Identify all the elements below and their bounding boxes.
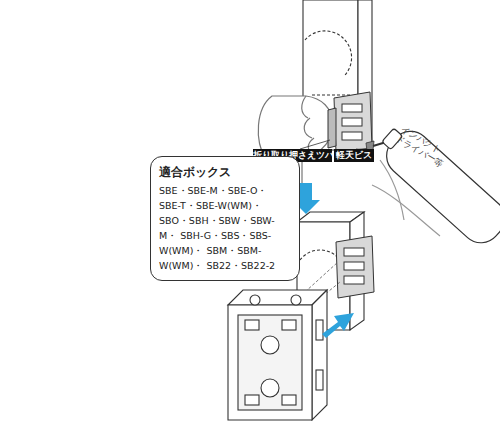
impact-driver — [372, 118, 500, 251]
flow-arrow — [322, 313, 354, 338]
mounting-bracket — [328, 108, 336, 148]
stud-post — [312, 94, 350, 95]
switch-box — [261, 379, 279, 397]
callout-heading: 適合ボックス — [159, 164, 291, 180]
compatible-box-list: SBE・SBE-M・SBE-O・ SBE-T・SBE-W(WM)・ SBO・SB… — [159, 183, 291, 273]
switch-box — [238, 315, 302, 410]
hand — [304, 118, 312, 138]
switch-box — [228, 290, 327, 305]
switch-box — [245, 320, 259, 330]
stud-post — [305, 31, 352, 75]
mounting-bracket — [342, 132, 362, 140]
callout-box: 適合ボックス SBE・SBE-M・SBE-O・ SBE-T・SBE-W(WM)・ … — [150, 156, 300, 281]
impact-driver — [378, 123, 500, 251]
mounting-bracket — [336, 236, 374, 298]
switch-box — [228, 290, 327, 420]
hand — [302, 96, 308, 118]
mounting-bracket — [344, 262, 364, 270]
switch-box — [316, 370, 323, 390]
part-tag: 軽天ビス — [334, 149, 374, 162]
switch-box — [316, 320, 323, 340]
switch-box — [261, 336, 279, 354]
mounting-bracket — [344, 276, 364, 284]
impact-driver — [380, 160, 404, 220]
leader-line — [300, 140, 330, 149]
part-name: 軽天ビス — [334, 149, 374, 162]
switch-box — [312, 290, 327, 420]
guide-line — [305, 262, 338, 292]
switch-box — [250, 295, 260, 305]
flow-arrow — [322, 313, 354, 338]
switch-box — [245, 395, 259, 405]
mounting-bracket — [336, 236, 374, 298]
switch-box — [282, 320, 296, 330]
switch-box — [282, 395, 296, 405]
switch-box — [291, 295, 301, 305]
mounting-bracket — [344, 248, 364, 256]
mounting-bracket — [342, 118, 362, 126]
switch-box — [228, 305, 312, 420]
mounting-bracket — [342, 104, 362, 112]
impact-driver — [372, 118, 500, 251]
impact-driver — [372, 185, 440, 236]
mounting-bracket — [328, 92, 372, 152]
